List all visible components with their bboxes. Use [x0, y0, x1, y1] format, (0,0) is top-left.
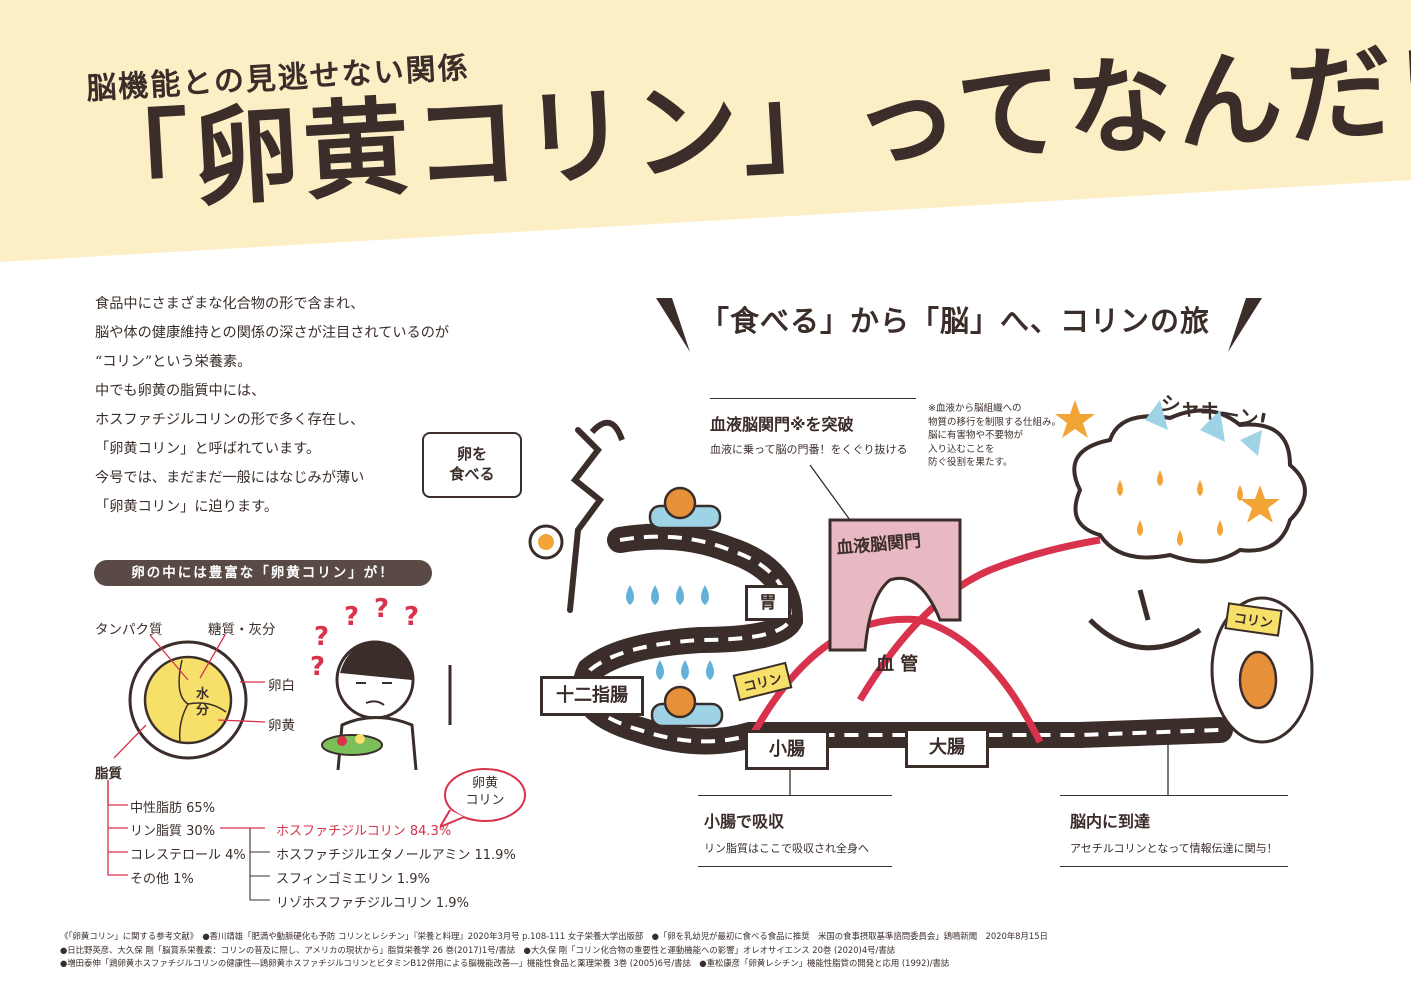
lipid-value: 1% — [173, 872, 194, 887]
label-sugar-ash: 糖質・灰分 — [208, 622, 276, 638]
face-profile — [567, 427, 605, 613]
absorb-info-box: 小腸で吸収 リン脂質はここで吸収され全身へ — [698, 795, 892, 867]
yolk-choline-bubble — [440, 768, 526, 829]
intro-line: ホスファチジルコリンの形で多く存在し、 — [95, 412, 365, 428]
intro-line: 今号では、まだまだ一般にはなじみが薄い — [95, 470, 365, 486]
digestion-journey-diagram — [528, 400, 1314, 795]
phospholipid-row: ホスファチジルエタノールアミン 11.9% — [276, 844, 516, 863]
lipid-name: その他 — [130, 872, 170, 887]
intro-line: 中でも卵黄の脂質中には、 — [95, 383, 266, 399]
phospholipid-name: スフィンゴミエリン — [276, 872, 393, 887]
yolk-choline-bubble-text: 卵黄 コリン — [465, 776, 505, 808]
bbb-info-box: 血液脳関門※を突破 血液に乗って脳の門番！をくぐり抜ける — [710, 398, 916, 457]
lipid-value: 65% — [186, 801, 216, 816]
stomach-label: 胃 — [745, 585, 791, 621]
intro-line: 食品中にさまざまな化合物の形で含まれ、 — [95, 296, 365, 312]
phospholipid-value: 1.9% — [396, 872, 430, 887]
phospholipid-value: 11.9% — [474, 848, 516, 863]
eat-egg-label: 卵を 食べる — [422, 432, 522, 498]
intro-line: 「卵黄コリン」に迫ります。 — [95, 499, 279, 515]
phospholipid-value: 1.9% — [435, 896, 469, 911]
lipid-value: 30% — [186, 824, 216, 839]
phospholipid-row-highlight: ホスファチジルコリン 84.3% — [276, 820, 451, 839]
lipid-name: 中性脂肪 — [130, 801, 183, 816]
intro-text: 食品中にさまざまな化合物の形で含まれ、 脳や体の健康維持との関係の深さが注目され… — [95, 290, 535, 522]
blood-vessel-label: 血 管 — [876, 654, 919, 675]
lipid-value: 4% — [225, 848, 246, 863]
svg-text:?: ? — [310, 652, 325, 682]
svg-text:?: ? — [404, 602, 419, 632]
lipid-row: リン脂質 30% — [130, 820, 215, 839]
title-banner — [0, 0, 1411, 262]
intro-line: “コリン”という栄養素。 — [95, 354, 252, 370]
phospholipid-name: ホスファチジルエタノールアミン — [276, 848, 471, 863]
label-protein: タンパク質 — [95, 622, 163, 638]
phospholipid-row: スフィンゴミエリン 1.9% — [276, 868, 430, 887]
intro-line: 脳や体の健康維持との関係の深さが注目されているのが — [95, 325, 450, 341]
footnote-line: 入り込むことを — [928, 443, 995, 455]
lipid-row: 中性脂肪 65% — [130, 797, 215, 816]
svg-text:?: ? — [374, 595, 389, 624]
absorb-info-title: 小腸で吸収 — [704, 812, 785, 831]
lipid-row: コレステロール 4% — [130, 844, 246, 863]
reference-line: ●日比野英彦、大久保 剛「脳賞系栄養素：コリンの普及に際し、アメリカの現状から」… — [60, 944, 896, 955]
brain-info-box: 脳内に到達 アセチルコリンとなって情報伝達に関与！ — [1060, 795, 1288, 867]
absorb-info-subtitle: リン脂質はここで吸収され全身へ — [704, 842, 869, 855]
egg-diagram — [107, 634, 270, 901]
thinking-person-illustration: ????? — [310, 595, 452, 770]
phospholipid-name: ホスファチジルコリン — [276, 824, 406, 839]
references: 《「卵黄コリン」に関する参考文献》 ●香川靖雄「肥満や動脈硬化も予防 コリンとレ… — [60, 930, 1048, 971]
journey-title-marks — [656, 298, 1262, 352]
svg-text:?: ? — [314, 622, 329, 652]
brain — [1072, 408, 1307, 564]
phospholipid-value: 84.3% — [409, 824, 452, 839]
phospholipid-name: リゾホスファチジルコリン — [276, 896, 432, 911]
label-water: 水分 — [196, 687, 210, 718]
footnote-line: ※血液から脳組織への — [928, 403, 1022, 414]
footnote-line: 物質の移行を制限する仕組み。 — [928, 416, 1062, 428]
reference-line: ●増田泰伸「鶏卵黄ホスファチジルコリンの健康性―鶏卵黄ホスファチジルコリンとビタ… — [60, 958, 950, 968]
brain-info-subtitle: アセチルコリンとなって情報伝達に関与！ — [1070, 842, 1278, 855]
eat-egg-text: 卵を 食べる — [449, 445, 495, 483]
egg-section-heading: 卵の中には豊富な「卵黄コリン」が！ — [94, 560, 432, 586]
bbb-info-subtitle: 血液に乗って脳の門番！をくぐり抜ける — [710, 443, 908, 456]
duodenum-label: 十二指腸 — [540, 676, 644, 716]
reference-line: 《「卵黄コリン」に関する参考文献》 ●香川靖雄「肥満や動脈硬化も予防 コリンとレ… — [60, 931, 1048, 941]
lipid-name: リン脂質 — [130, 824, 183, 839]
blood-brain-barrier-gate — [828, 518, 962, 652]
bbb-footnote: ※血液から脳組織への 物質の移行を制限する仕組み。 脳に有害物や不要物が 入り込… — [928, 402, 1061, 470]
label-egg-yolk: 卵黄 — [268, 718, 295, 734]
intro-line: 「卵黄コリン」と呼ばれています。 — [95, 441, 321, 457]
egg-yolk-shape — [143, 655, 233, 745]
small-intestine-label: 小腸 — [745, 730, 829, 770]
large-intestine-label: 大腸 — [905, 728, 989, 768]
journey-title: 「食べる」から「脳」へ、コリンの旅 — [700, 304, 1211, 338]
phospholipid-row: リゾホスファチジルコリン 1.9% — [276, 892, 469, 911]
brain-info-title: 脳内に到達 — [1070, 812, 1151, 831]
footnote-line: 防ぐ役割を果たす。 — [928, 457, 1013, 468]
digestive-juice-drops — [626, 585, 714, 680]
bbb-info-title: 血液脳関門※を突破 — [710, 415, 854, 434]
label-lipid: 脂質 — [95, 766, 122, 782]
label-egg-white: 卵白 — [268, 678, 295, 694]
sparkle-stars — [1055, 400, 1280, 523]
lipid-name: コレステロール — [130, 848, 222, 863]
footnote-line: 脳に有害物や不要物が — [928, 430, 1024, 441]
lipid-row: その他 1% — [130, 868, 194, 887]
svg-text:?: ? — [344, 602, 359, 632]
